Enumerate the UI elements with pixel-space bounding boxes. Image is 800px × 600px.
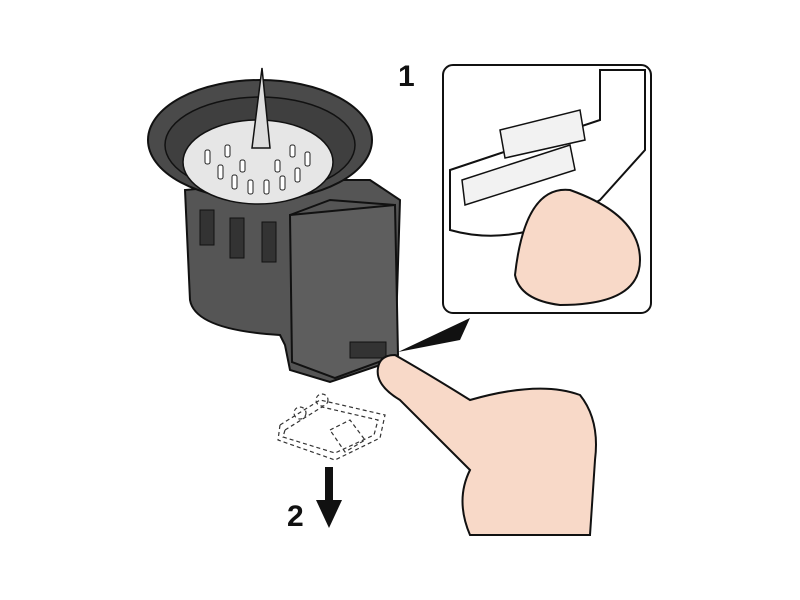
step-2-label: 2 [287, 500, 304, 533]
water-tank-unit [147, 67, 402, 384]
callout-pointer [398, 318, 470, 352]
finger-detail [513, 188, 642, 307]
down-arrow-icon [316, 467, 342, 528]
spike [251, 67, 271, 149]
removed-cover [277, 393, 386, 461]
detail-inset [442, 64, 652, 314]
release-button [349, 341, 387, 359]
hand-pressing-button [376, 353, 597, 536]
step-1-label: 1 [398, 60, 415, 93]
